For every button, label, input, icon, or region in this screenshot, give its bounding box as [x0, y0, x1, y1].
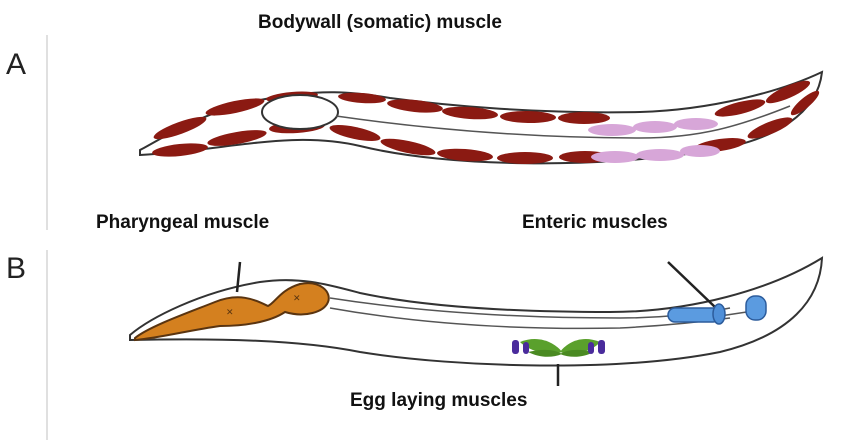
enteric-pointer-line — [668, 262, 716, 308]
bodywall-muscle-cell — [497, 152, 553, 164]
pharynx-nucleus-mark: ✕ — [293, 294, 301, 304]
enteric-muscle — [668, 308, 720, 322]
gonad-cell — [636, 149, 684, 161]
gonad-cell — [633, 121, 677, 133]
enteric-muscle — [713, 304, 725, 324]
egg-laying-muscle-purple — [523, 342, 529, 354]
worm-a — [140, 72, 822, 164]
gonad-cell — [674, 118, 718, 130]
gonad-cell — [591, 151, 639, 163]
egg-laying-muscle-purple — [588, 342, 594, 354]
gonad-cell — [588, 124, 636, 136]
egg-laying-muscle-purple — [512, 340, 519, 354]
pharynx-bulb-outline — [262, 95, 338, 129]
egg-laying-muscle-purple — [598, 340, 605, 354]
enteric-muscle — [746, 296, 766, 320]
pharynx-nucleus-mark: ✕ — [226, 308, 234, 318]
gonad-cell — [680, 145, 720, 157]
bodywall-muscle-cell — [558, 112, 610, 124]
worm-b: ✕ ✕ — [130, 258, 822, 386]
